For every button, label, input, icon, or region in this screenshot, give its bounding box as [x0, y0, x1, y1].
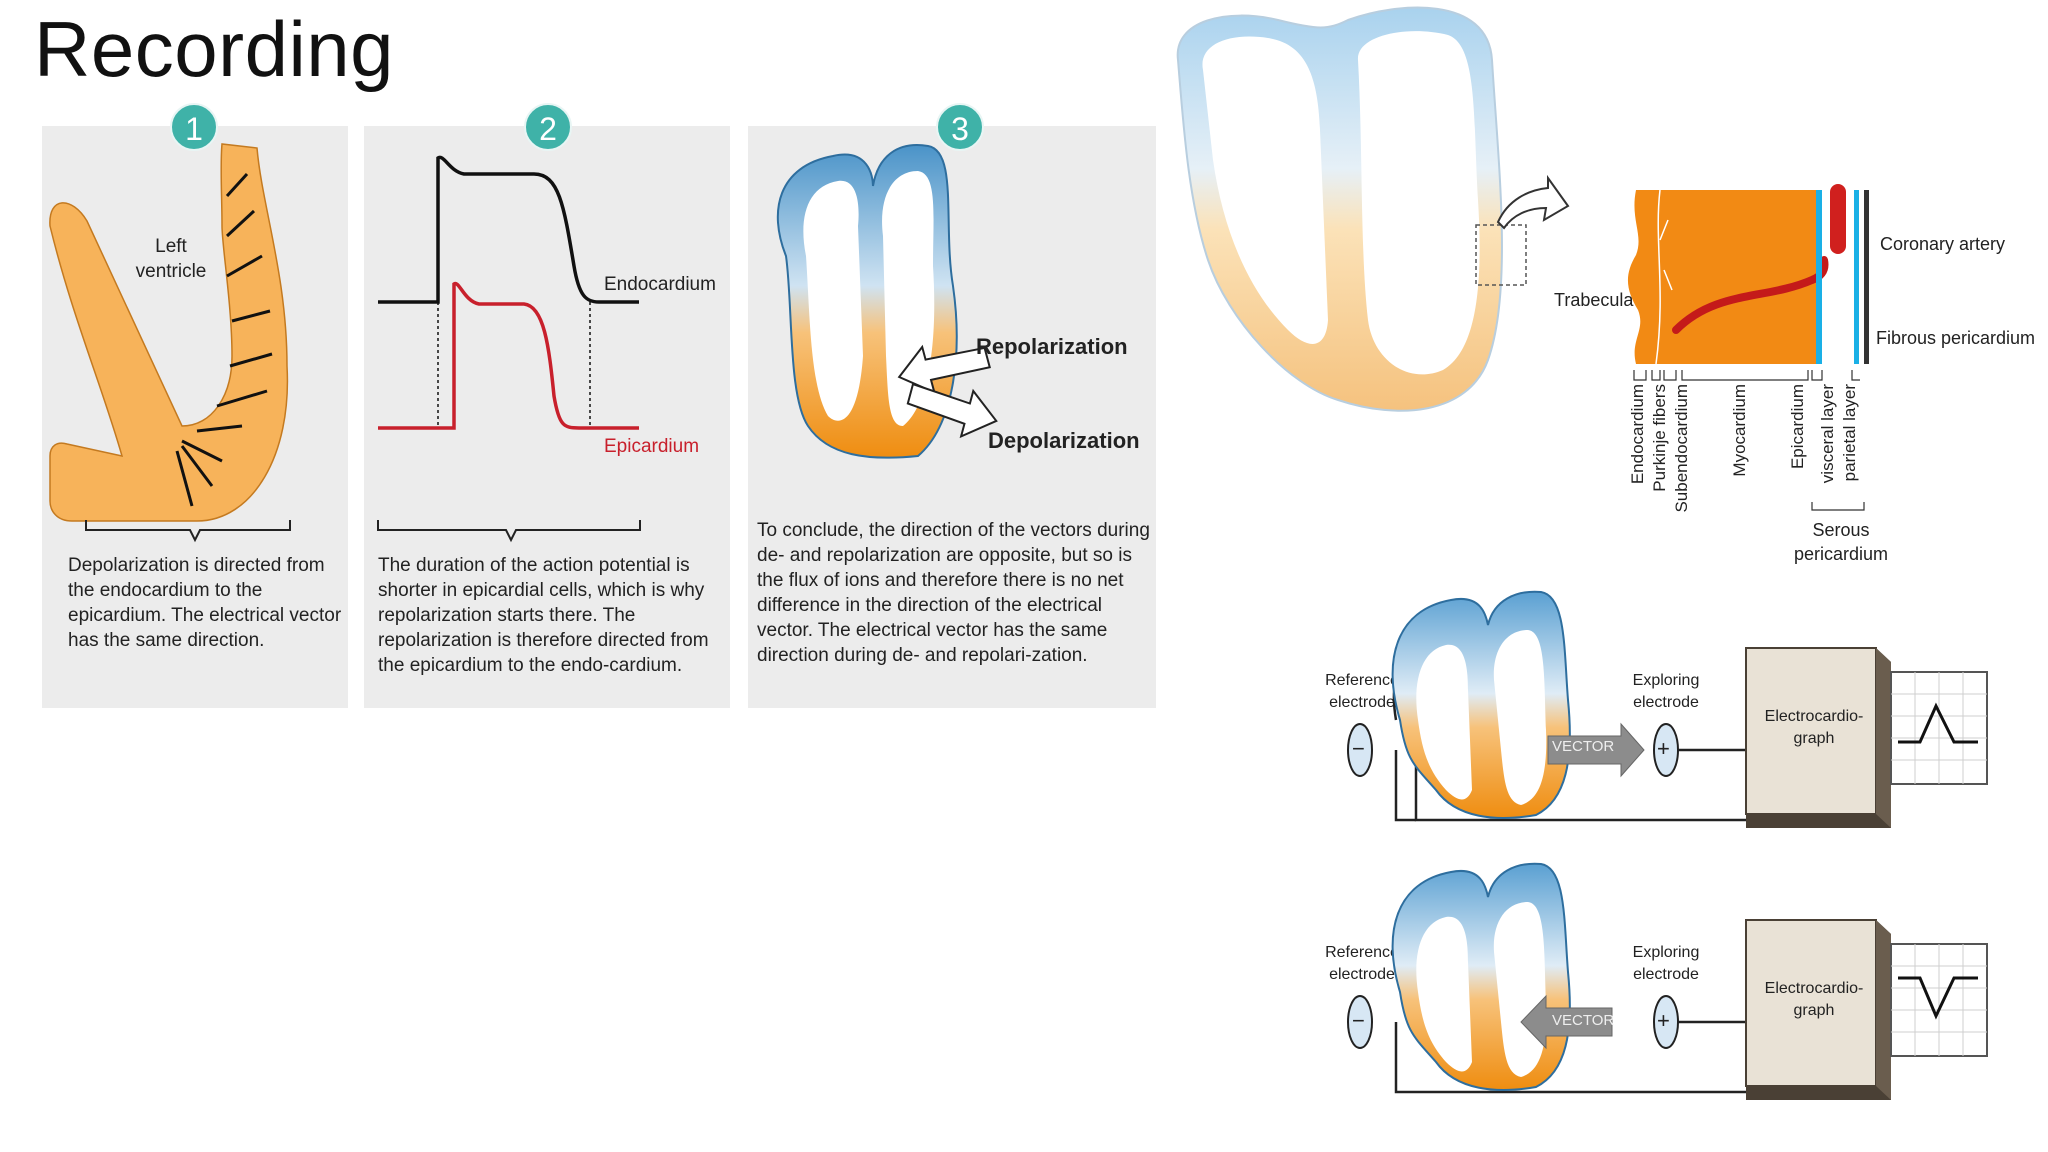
left-ventricle-label: Left ventricle [135, 236, 207, 282]
reference-electrode-label: Reference electrode [1325, 944, 1399, 983]
endocardium-trace [378, 155, 639, 304]
ecg-diagram-negative: Reference electrode Exploring electrode … [1316, 862, 1996, 1112]
panel-3: Repolarization Depolarization To conclud… [748, 126, 1156, 708]
panel-2-description: The duration of the action potential is … [378, 555, 709, 676]
negative-deflection [1898, 976, 1978, 1020]
epicardium-trace-label: Epicardium [604, 436, 700, 457]
vector-arrow [1520, 994, 1613, 1050]
depolarization-label: Depolarization [988, 428, 1140, 453]
left-ventricle-illustration [49, 143, 289, 522]
action-potential-traces [378, 155, 639, 430]
exploring-electrode-label: Exploring electrode [1632, 944, 1700, 983]
ecg-circuit [1347, 862, 1988, 1100]
vector-arrow [1547, 722, 1645, 778]
vector-label: VECTOR [1552, 1012, 1615, 1029]
serous-pericardium-label: Serous pericardium [1793, 520, 1889, 564]
wall-layers-diagram [1627, 184, 1869, 365]
ecg-circuit [1347, 590, 1988, 828]
reference-electrode-label: Reference electrode [1325, 672, 1399, 711]
slide-title: Recording [34, 5, 395, 93]
endocardium-trace-label: Endocardium [604, 274, 716, 295]
heart-cross-section [1176, 6, 1570, 412]
ecg-device [1745, 919, 1877, 1087]
step-badge-1: 1 [170, 103, 218, 151]
fibrous-pericardium-label: Fibrous pericardium [1876, 328, 2036, 348]
serous-bracket [1811, 502, 1865, 511]
epicardium-trace [378, 281, 639, 430]
depolarization-arrow [906, 382, 998, 439]
reference-electrode [1347, 723, 1373, 777]
panel-1-description: Depolarization is directed from the endo… [68, 555, 342, 651]
ecg-diagram-positive: Reference electrode Exploring electrode … [1316, 590, 1996, 840]
ecg-device [1745, 647, 1877, 815]
layer-endocardium: Endocardium [1628, 384, 1647, 485]
heart-vector-illustration [776, 144, 998, 459]
positive-deflection [1898, 702, 1978, 744]
layer-visceral: visceral layer [1818, 384, 1837, 484]
layer-subendocardium: Subendocardium [1672, 384, 1691, 513]
layer-myocardium: Myocardium [1730, 384, 1749, 477]
bracket [85, 520, 291, 543]
reference-electrode [1347, 995, 1373, 1049]
exploring-electrode-label: Exploring electrode [1632, 672, 1700, 711]
plus-sign: + [1657, 736, 1670, 761]
device-label: Electrocardio-graph [1764, 980, 1864, 1019]
trabecula-label: Trabecula [1554, 290, 1634, 310]
coronary-artery-label: Coronary artery [1880, 234, 2006, 254]
plus-sign: + [1657, 1008, 1670, 1033]
layer-label-ticks [1633, 370, 1860, 381]
layer-parietal: parietal layer [1840, 384, 1859, 482]
minus-sign: − [1352, 1008, 1365, 1033]
exploring-electrode [1653, 723, 1679, 777]
panel-2: Endocardium Epicardium The duration of t… [364, 126, 730, 708]
device-label: Electrocardio-graph [1764, 708, 1864, 747]
panel-1: Left ventricle Depolarization is directe… [42, 126, 348, 708]
step-badge-2: 2 [524, 103, 572, 151]
vector-label: VECTOR [1552, 738, 1615, 755]
step-badge-3: 3 [936, 103, 984, 151]
repolarization-label: Repolarization [976, 334, 1128, 359]
bracket [377, 520, 641, 543]
minus-sign: − [1352, 736, 1365, 761]
layer-epicardium: Epicardium [1788, 384, 1807, 470]
layer-purkinje: Purkinje fibers [1650, 384, 1669, 492]
exploring-electrode [1653, 995, 1679, 1049]
panel-3-description: To conclude, the direction of the vector… [757, 520, 1150, 666]
